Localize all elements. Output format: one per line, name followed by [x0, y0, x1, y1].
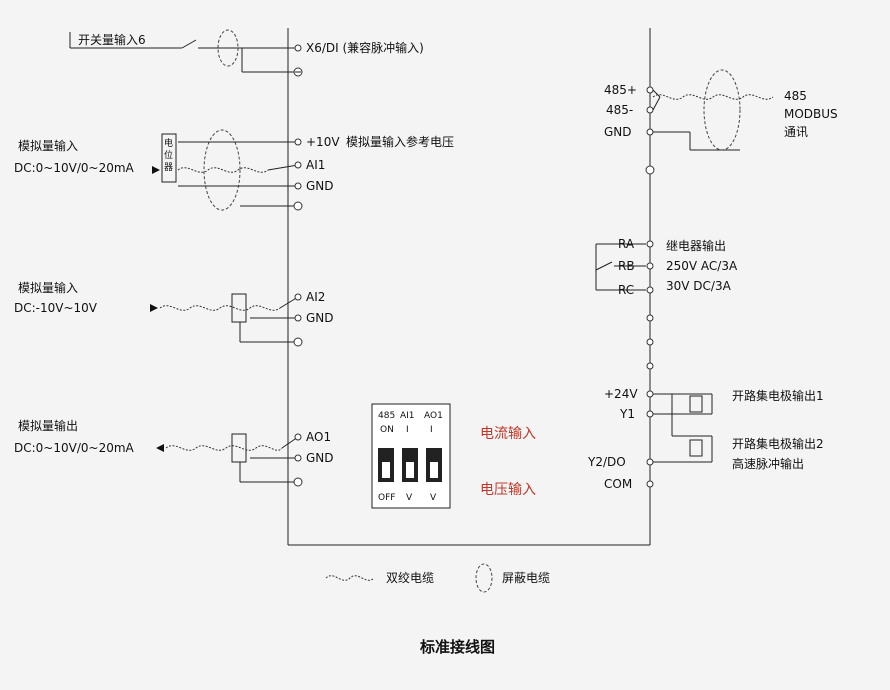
twisted-pair-ai2 — [159, 305, 281, 311]
y2do-label: Y2/DO — [587, 455, 626, 469]
terminal-ao1 — [294, 433, 302, 441]
x6-label: X6/DI (兼容脉冲输入) — [306, 40, 424, 55]
terminal-spare — [646, 362, 654, 370]
legend-twisted: 双绞电缆 — [386, 570, 434, 585]
relay-title: 继电器输出 — [666, 238, 726, 253]
rc-label: RC — [618, 283, 634, 297]
terminal-spare — [646, 314, 654, 322]
analog-in2-range: DC:-10V~10V — [14, 301, 98, 315]
plus10v-label: +10V — [306, 135, 340, 149]
oc-output2-label: 开路集电极输出2 — [732, 436, 824, 451]
gnd-485-label: GND — [604, 125, 632, 139]
shield-cable-ai1 — [203, 129, 241, 211]
analog-in1-title: 模拟量输入 — [18, 138, 78, 153]
gnd1-label: GND — [306, 179, 334, 193]
switch-input-circuit: 开关量输入6 — [69, 29, 298, 73]
analog-in2-title: 模拟量输入 — [18, 280, 78, 295]
gnd3-label: GND — [306, 451, 334, 465]
ai1-label: AI1 — [306, 158, 325, 172]
shielded-cable-legend-icon — [475, 563, 493, 593]
terminal-24v — [646, 390, 654, 398]
current-input-label: 电流输入 — [480, 426, 536, 442]
terminal-spare — [646, 338, 654, 346]
dip-bottom-ai1: V — [406, 493, 413, 503]
analog-out-range: DC:0~10V/0~20mA — [14, 441, 135, 455]
terminal-gnd3 — [294, 454, 302, 462]
pot-label-1: 电 — [164, 137, 173, 149]
terminal-com — [646, 480, 654, 488]
voltage-input-label: 电压输入 — [480, 482, 536, 498]
terminal-gnd2 — [294, 314, 302, 322]
dip-switch-block: 485 AI1 AO1 ON I I OFF V V — [371, 403, 451, 509]
oc-output1-label: 开路集电极输出1 — [732, 388, 824, 403]
terminal-rb — [646, 262, 654, 270]
t485n-label: 485- — [606, 103, 633, 117]
shield-cable-ao1 — [231, 433, 247, 463]
legend-shielded: 屏蔽电缆 — [502, 571, 550, 585]
dip-top-ao1: I — [430, 425, 433, 435]
twisted-pair-legend-icon — [325, 575, 375, 581]
gnd2-label: GND — [306, 311, 334, 325]
ground-icon — [293, 201, 303, 211]
twisted-pair-ai1 — [177, 167, 269, 173]
modbus-line2: MODBUS — [784, 107, 838, 121]
dip-bottom-ao1: V — [430, 493, 437, 503]
dip-top-ai1: I — [406, 425, 409, 435]
dip-header-ao1: AO1 — [424, 411, 443, 421]
modbus-line1: 485 — [784, 89, 807, 103]
pot-label-2: 位 — [164, 149, 173, 161]
twisted-pair-ao1 — [165, 445, 283, 451]
dip-top-485: ON — [380, 425, 394, 435]
ra-label: RA — [618, 237, 635, 251]
terminal-485p — [646, 86, 654, 94]
shield-cable-ai2 — [231, 293, 247, 323]
twisted-pair-485 — [652, 94, 774, 100]
plus10v-desc: 模拟量输入参考电压 — [346, 134, 454, 149]
analog-out-title: 模拟量输出 — [18, 418, 78, 433]
hs-pulse-label: 高速脉冲输出 — [732, 456, 804, 471]
shield-cable-485 — [703, 69, 741, 151]
ao1-label: AO1 — [306, 430, 331, 444]
potentiometer: 电 位 器 — [152, 133, 177, 183]
p24v-label: +24V — [604, 387, 638, 401]
relay-dc-rating: 30V DC/3A — [666, 279, 732, 293]
y1-label: Y1 — [619, 407, 635, 421]
terminal-y2do — [646, 458, 654, 466]
ground-icon — [293, 477, 303, 487]
relay-contacts — [595, 243, 646, 291]
com-label: COM — [604, 477, 632, 491]
dip-header-ai1: AI1 — [400, 411, 415, 421]
terminal-10v — [294, 138, 302, 146]
terminal-rc — [646, 286, 654, 294]
rb-label: RB — [618, 259, 635, 273]
oc-output-wiring — [653, 393, 713, 463]
diagram-title: 标准接线图 — [419, 638, 495, 656]
analog-in1-range: DC:0~10V/0~20mA — [14, 161, 135, 175]
terminal-y1 — [646, 410, 654, 418]
terminal-ra — [646, 240, 654, 248]
pot-label-3: 器 — [164, 162, 173, 173]
input-arrow-ai2 — [150, 304, 158, 312]
terminal-gnd-485 — [646, 128, 654, 136]
t485p-label: 485+ — [604, 83, 637, 97]
ai2-label: AI2 — [306, 290, 325, 304]
dip-header-485: 485 — [378, 411, 395, 421]
modbus-line3: 通讯 — [784, 125, 808, 139]
dip-bottom-485: OFF — [378, 493, 395, 503]
output-arrow-ao1 — [156, 444, 164, 452]
terminal-ai1 — [294, 161, 302, 169]
terminal-ai2 — [294, 293, 302, 301]
switch-input-label: 开关量输入6 — [78, 32, 146, 47]
terminal-485n — [646, 106, 654, 114]
relay-ac-rating: 250V AC/3A — [666, 259, 738, 273]
terminal-gnd1 — [294, 182, 302, 190]
ground-icon — [645, 165, 655, 175]
terminal-x6 — [294, 44, 302, 52]
ground-icon — [293, 337, 303, 347]
